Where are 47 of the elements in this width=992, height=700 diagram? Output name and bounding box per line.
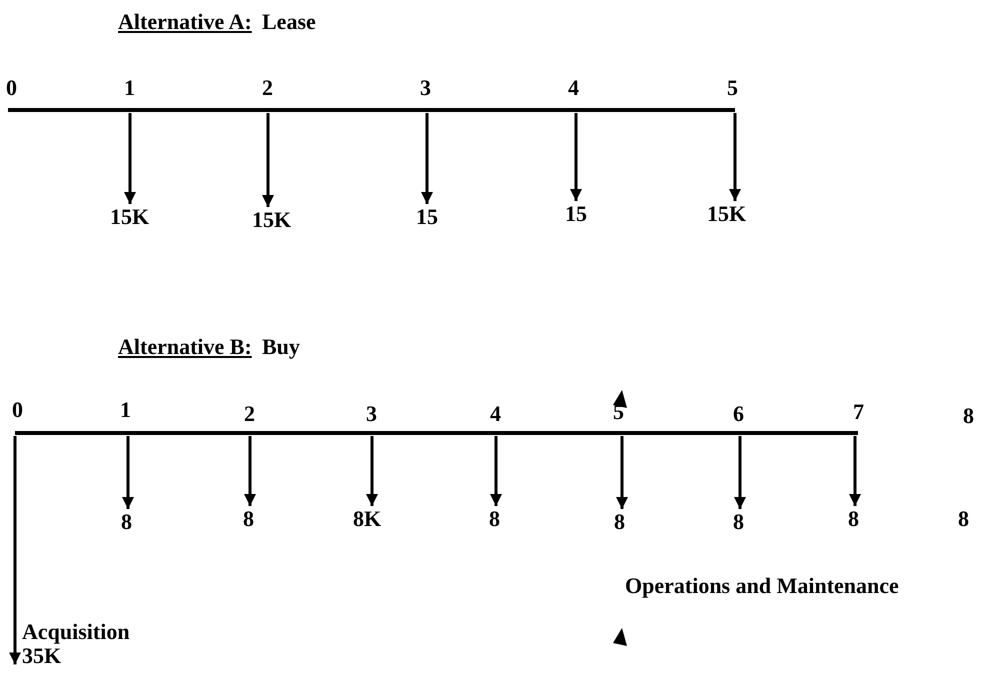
cash-amount: 35K [22, 644, 62, 668]
period-number: 4 [490, 402, 501, 426]
cash-amount: 8 [489, 507, 500, 532]
cash-amount: 15 [416, 205, 438, 230]
heading: Alternative A: [118, 10, 252, 34]
period-number: 3 [366, 402, 377, 426]
arrow [122, 436, 134, 509]
period-number: 1 [120, 398, 131, 422]
period-number: 2 [262, 76, 273, 100]
period-number: 2 [244, 402, 255, 426]
heading: Buy [262, 335, 300, 360]
period-number: 0 [6, 76, 17, 100]
arrow [262, 113, 274, 207]
cash-amount: 8 [958, 507, 969, 532]
arrow [124, 113, 136, 204]
period-number: 4 [568, 76, 579, 100]
heading: Alternative B: [118, 335, 252, 360]
period-number: 0 [12, 398, 23, 422]
arrow [849, 436, 861, 506]
cash-amount: 8 [614, 510, 625, 534]
period-number: 1 [124, 76, 135, 100]
arrow [366, 436, 378, 506]
arrow [570, 113, 582, 201]
cash-amount: 8 [121, 510, 132, 534]
period-number: 5 [727, 76, 738, 100]
heading: Lease [262, 10, 316, 34]
cash-amount: 15K [110, 205, 150, 230]
cash-amount: 8K [353, 507, 382, 532]
cash-amount: 15 [565, 202, 587, 226]
cash-amount: 15K [252, 208, 292, 232]
category-label: Operations and Maintenance [625, 574, 899, 598]
arrow [244, 436, 256, 506]
arrow [9, 436, 21, 664]
arrow [490, 436, 502, 506]
arrow [734, 436, 746, 509]
period-number: 6 [733, 402, 744, 426]
arrow [421, 113, 433, 204]
arrow [729, 113, 741, 201]
cost-label: Acquisition [22, 620, 130, 644]
cash-amount: 8 [733, 510, 744, 534]
period-number: 7 [853, 400, 864, 424]
cash-amount: 15K [707, 202, 746, 226]
period-number: 8 [963, 404, 974, 428]
cash-amount: 8 [243, 507, 254, 532]
period-number: 3 [420, 76, 431, 100]
cash-amount: 8 [848, 507, 859, 532]
arrow [616, 436, 628, 509]
